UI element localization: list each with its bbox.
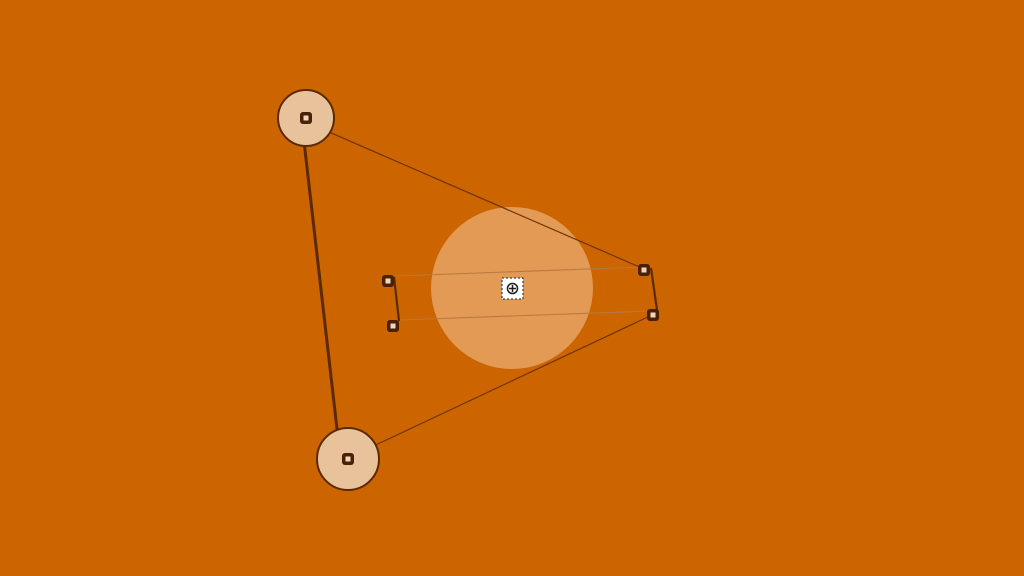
rope-segment-upper <box>305 121 645 270</box>
move-crosshair-icon[interactable] <box>501 277 524 300</box>
bar-edge-bottom <box>399 310 652 321</box>
anchor-pin-core <box>385 278 391 284</box>
anchor-pin-core <box>390 323 396 329</box>
anchor-pin-upper-right[interactable] <box>638 264 650 276</box>
anchor-pin-upper-left[interactable] <box>382 275 394 287</box>
anchor-pin-core <box>345 456 351 462</box>
anchor-pin-core <box>650 312 656 318</box>
bar-edge-right <box>649 267 659 311</box>
anchor-pin-lower-left[interactable] <box>387 320 399 332</box>
pulley-bottom[interactable] <box>316 427 380 491</box>
rope-segment-vertical <box>300 123 342 456</box>
bar-edge-left <box>392 276 401 322</box>
anchor-pin-lower-right[interactable] <box>647 309 659 321</box>
pulley-top[interactable] <box>277 89 335 147</box>
bar-edge-top <box>395 266 644 277</box>
anchor-pin-core <box>641 267 647 273</box>
rope-segment-lower <box>347 314 653 459</box>
anchor-pin-core <box>303 115 309 121</box>
